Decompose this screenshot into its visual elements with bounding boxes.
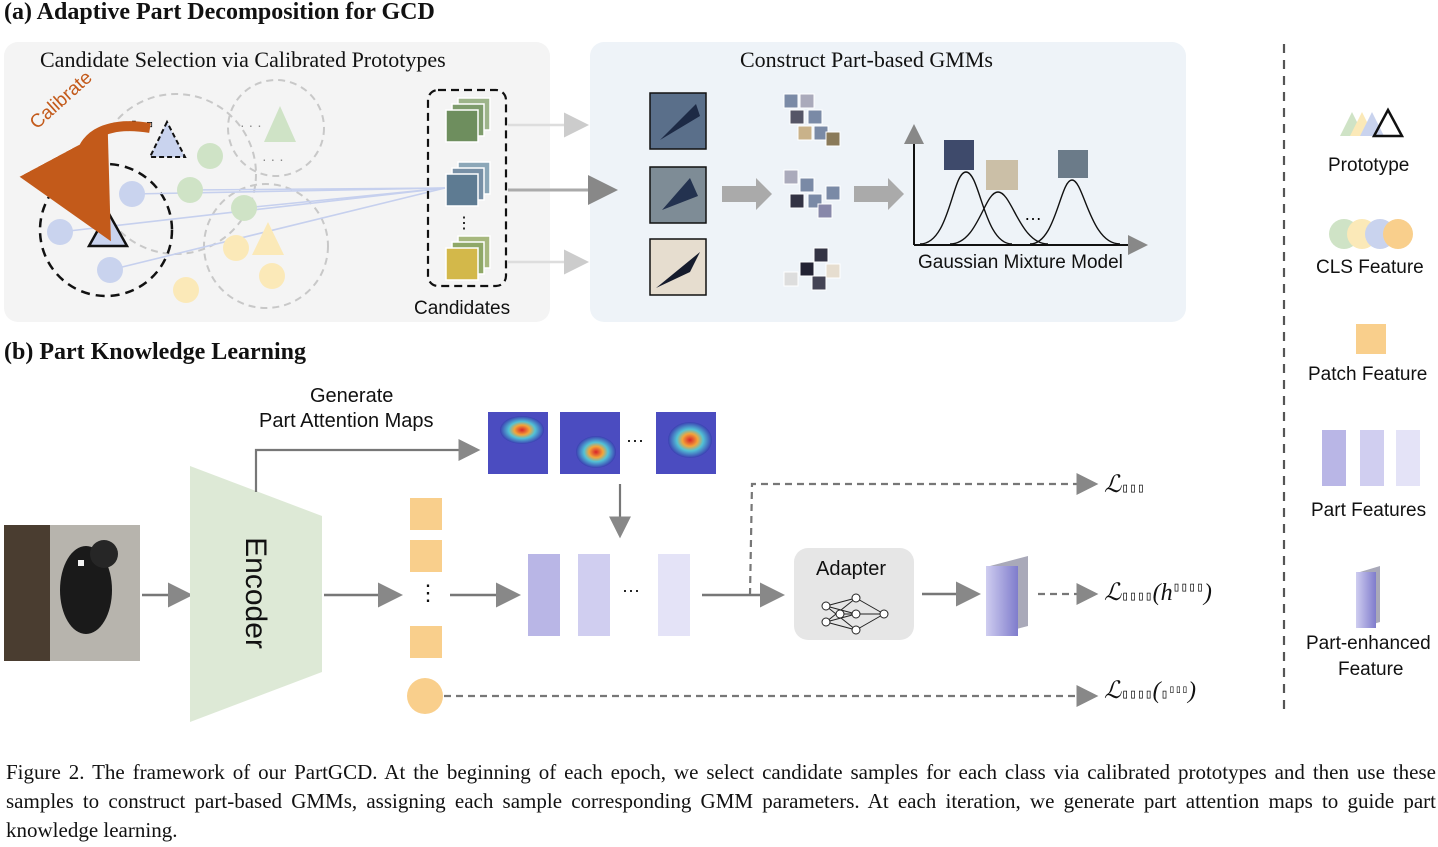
part-features: ··· (528, 554, 690, 636)
svg-text:· · ·: · · · (262, 151, 284, 167)
candidates-box (426, 88, 508, 288)
adapter-network-icon (821, 593, 889, 635)
part-enhanced-feature (986, 556, 1028, 636)
svg-text:…: … (1024, 204, 1042, 224)
legend-part-features: Part Features (1311, 500, 1427, 521)
encoder-label: Encoder (239, 537, 272, 649)
loss-mid: ℒ▯▯▯▯(h▯▯▯▯) (1104, 580, 1212, 606)
attention-maps: ··· (488, 412, 716, 474)
generate-label-1: Generate (310, 385, 394, 407)
loss-bottom-arg: ( (1152, 678, 1161, 704)
gmm-label: Gaussian Mixture Model (918, 252, 1123, 273)
candidate-links (59, 187, 446, 271)
loss-bottom: ℒ▯▯▯▯(▯▯▯▯) (1104, 678, 1196, 704)
input-image (4, 525, 140, 661)
loss-mid-arg: (h (1152, 580, 1173, 606)
generate-label-2: Part Attention Maps (259, 410, 434, 432)
candidate-stacks: ⋮ (445, 97, 491, 281)
candidates-label: Candidates (414, 298, 511, 319)
loss-bottom-symbol: ℒ (1104, 678, 1122, 704)
patch-vdots: ⋮ (417, 580, 439, 605)
loss-top-symbol: ℒ (1104, 472, 1122, 498)
figure-caption: Figure 2. The framework of our PartGCD. … (6, 760, 1436, 842)
svg-text:· · ·: · · · (240, 117, 262, 133)
patch-features (407, 498, 443, 714)
block-arrow-2 (854, 178, 904, 210)
block-arrow-1 (722, 178, 772, 210)
legend-part-enhanced-1: Part-enhanced (1306, 633, 1431, 654)
gmm-box-title: Construct Part-based GMMs (740, 47, 993, 72)
adapter-label: Adapter (816, 558, 887, 580)
candidate-selection-title: Candidate Selection via Calibrated Proto… (40, 47, 446, 72)
loss-top: ℒ▯▯▯ (1104, 472, 1145, 498)
legend-icons (1322, 107, 1420, 628)
legend-prototype: Prototype (1328, 155, 1410, 176)
bird-images (649, 92, 707, 296)
legend-patch-feature: Patch Feature (1308, 364, 1428, 385)
gmm-plot: … (904, 124, 1148, 255)
loss-bottom-close: ) (1188, 678, 1196, 704)
loss-mid-close: ) (1203, 580, 1212, 606)
svg-text:···: ··· (626, 430, 644, 450)
calibrate-arrow (19, 121, 151, 242)
patch-mosaics (783, 93, 841, 291)
svg-text:⋮: ⋮ (456, 215, 472, 232)
section-a-title: (a) Adaptive Part Decomposition for GCD (4, 0, 435, 25)
encoder-trapezoid (190, 466, 322, 722)
section-b-title: (b) Part Knowledge Learning (4, 339, 306, 365)
legend-part-enhanced-2: Feature (1338, 659, 1404, 680)
legend-cls-feature: CLS Feature (1316, 257, 1424, 278)
svg-text:···: ··· (622, 580, 640, 600)
loss-mid-symbol: ℒ (1104, 580, 1122, 606)
